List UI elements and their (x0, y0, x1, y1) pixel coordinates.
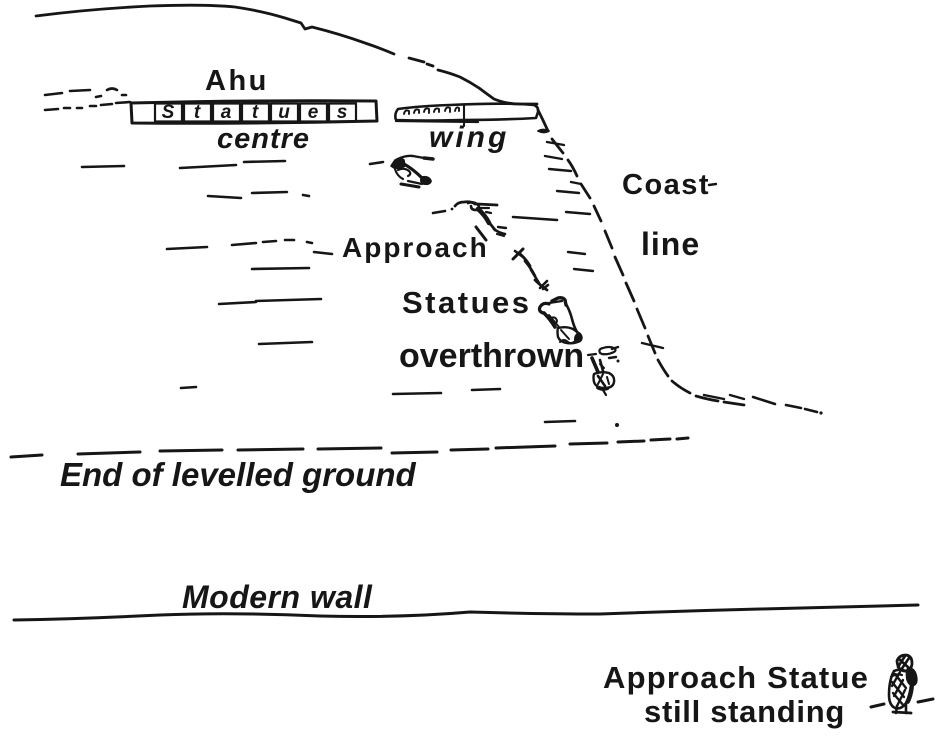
svg-text:Statues: Statues (402, 285, 531, 320)
svg-text:t: t (252, 102, 259, 123)
svg-text:wing: wing (429, 121, 509, 154)
svg-text:Modern wall: Modern wall (182, 579, 373, 615)
svg-text:Approach: Approach (342, 232, 489, 263)
svg-text:a: a (221, 102, 232, 123)
svg-text:still standing: still standing (644, 694, 845, 729)
svg-text:overthrown: overthrown (399, 337, 584, 375)
svg-text:Ahu: Ahu (205, 65, 269, 97)
svg-text:centre: centre (217, 123, 310, 155)
svg-text:S: S (162, 102, 175, 123)
svg-text:s: s (337, 102, 348, 123)
svg-text:e: e (308, 102, 319, 123)
svg-text:t: t (194, 102, 201, 123)
svg-text:line: line (641, 226, 700, 262)
svg-text:u: u (278, 102, 290, 123)
svg-text:Coast: Coast (622, 169, 710, 201)
svg-text:End of levelled ground: End of levelled ground (60, 456, 417, 493)
svg-text:Approach Statue: Approach Statue (603, 660, 869, 695)
